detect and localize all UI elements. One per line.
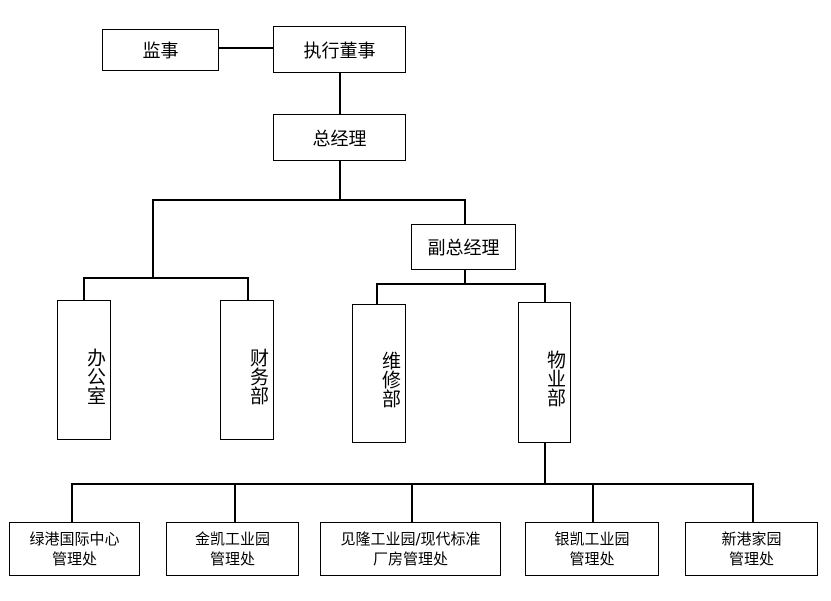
property-office-line1: 绿港国际中心: [29, 530, 120, 548]
connector-gm-down: [339, 160, 341, 199]
connector-office-5: [752, 483, 754, 522]
general-manager-box: 总经理: [273, 114, 406, 161]
connector-property-down: [544, 441, 546, 484]
property-office-line1: 金凯工业园: [194, 530, 270, 548]
property-office-line2: 管理处: [728, 550, 774, 568]
connector-office-1: [71, 483, 73, 522]
deputy-general-manager-box: 副总经理: [411, 224, 516, 270]
connector-director-gm: [339, 72, 341, 114]
connector-office: [83, 277, 85, 300]
connector-deputy-down: [464, 269, 466, 283]
connector-office-3: [411, 483, 413, 522]
connector-supervisor-director: [218, 47, 274, 49]
property-office-line2: 管理处: [569, 550, 615, 568]
connector-gm-branch: [152, 199, 465, 201]
property-office-line1: 银凯工业园: [554, 530, 630, 548]
property-office-box: 绿港国际中心 管理处: [9, 522, 140, 576]
executive-director-box: 执行董事: [273, 26, 406, 73]
connector-office-finance-bar: [83, 277, 248, 279]
connector-deputy-up: [464, 199, 466, 224]
connector-left-trunk: [152, 199, 154, 277]
connector-maint-property-bar: [376, 283, 545, 285]
connector-property: [544, 283, 546, 302]
property-office-line2: 管理处: [209, 550, 255, 568]
property-office-box: 新港家园 管理处: [685, 522, 818, 576]
property-office-box: 见隆工业园/现代标准 厂房管理处: [320, 522, 501, 576]
office-dept-box: 办公室: [57, 300, 111, 440]
connector-finance: [247, 277, 249, 300]
connector-office-4: [592, 483, 594, 522]
supervisor-box: 监事: [102, 29, 219, 71]
finance-dept-box: 财务部: [220, 300, 274, 440]
property-dept-box: 物业部: [518, 302, 571, 443]
property-office-line2: 厂房管理处: [372, 550, 448, 568]
property-office-line1: 新港家园: [721, 530, 782, 548]
property-office-line2: 管理处: [51, 550, 97, 568]
property-office-box: 金凯工业园 管理处: [166, 522, 299, 576]
connector-maintenance: [376, 283, 378, 304]
property-office-box: 银凯工业园 管理处: [525, 522, 659, 576]
property-office-line1: 见隆工业园/现代标准: [340, 530, 481, 548]
connector-office-2: [234, 483, 236, 522]
maintenance-dept-box: 维修部: [352, 304, 406, 443]
